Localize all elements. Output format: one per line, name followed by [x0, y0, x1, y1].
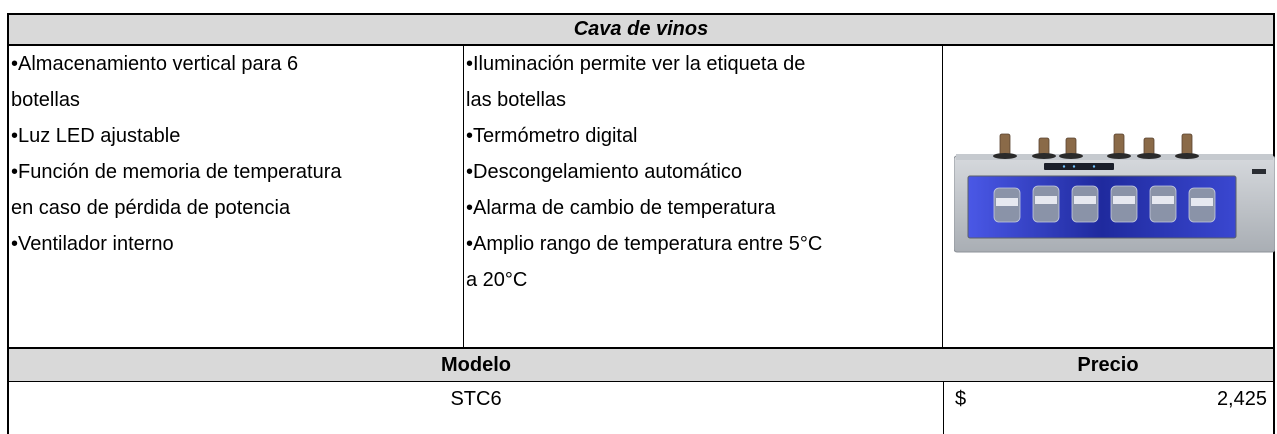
model-value: STC6 [7, 382, 944, 434]
model-header: Modelo [7, 347, 944, 382]
feature-line: •Función de memoria de temperatura [11, 161, 342, 183]
feature-line: en caso de pérdida de potencia [11, 197, 291, 219]
feature-line: botellas [11, 89, 80, 111]
feature-line: las botellas [466, 89, 567, 111]
feature-line: •Luz LED ajustable [11, 125, 181, 147]
sheet-title: Cava de vinos [7, 13, 1275, 46]
product-sheet: Cava de vinos •Almacenamiento vertical p… [7, 13, 1275, 434]
feature-line: •Ventilador interno [11, 233, 174, 255]
features-column-right: •Iluminación permite ver la etiqueta de … [464, 46, 943, 347]
product-image-cell [943, 46, 1275, 347]
price-value: 2,425 [1216, 388, 1267, 410]
feature-line: •Termómetro digital [466, 125, 638, 147]
feature-line: •Descongelamiento automático [466, 161, 743, 183]
feature-line: •Iluminación permite ver la etiqueta de [466, 53, 806, 75]
feature-line: a 20°C [466, 269, 528, 291]
feature-line: •Almacenamiento vertical para 6 [11, 53, 299, 75]
feature-line: •Alarma de cambio de temperatura [466, 197, 776, 219]
features-column-left: •Almacenamiento vertical para 6 botellas… [7, 46, 464, 347]
price-header: Precio [943, 347, 1275, 382]
feature-line: •Amplio rango de temperatura entre 5°C [466, 233, 823, 255]
wine-cooler-product-image [954, 133, 1275, 253]
currency-symbol: $ [955, 388, 967, 410]
price-cell: $ 2,425 [943, 382, 1275, 434]
